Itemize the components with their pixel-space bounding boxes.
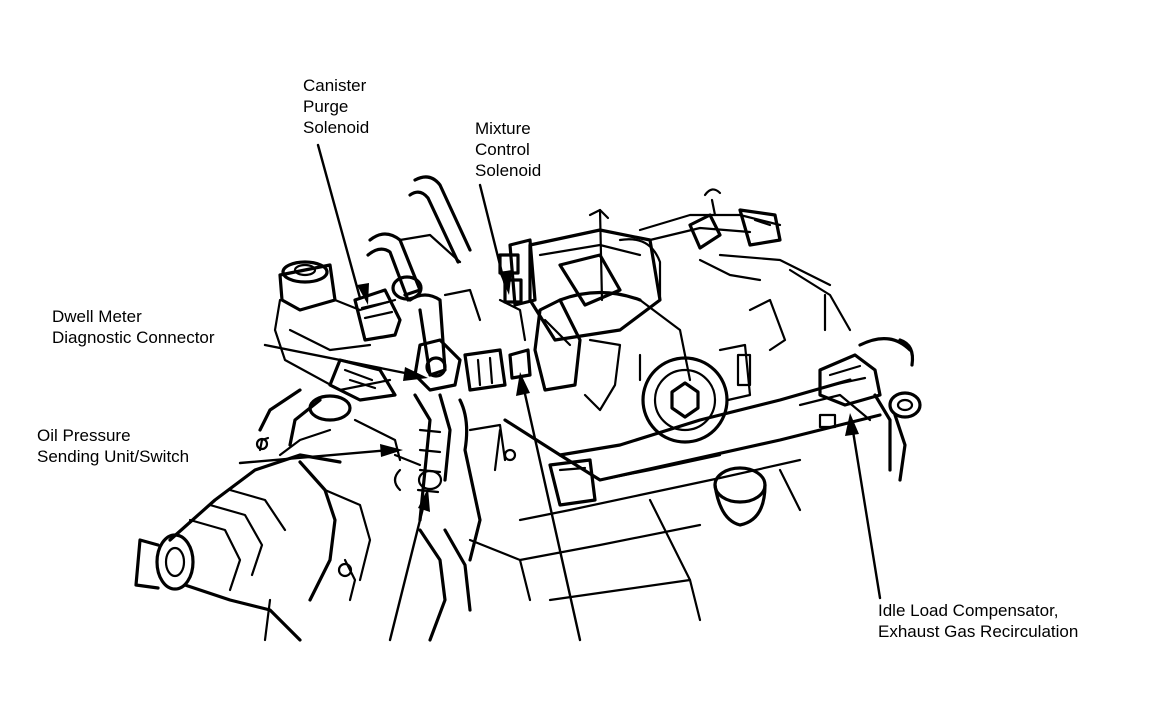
carburetor bbox=[498, 208, 692, 412]
leader-lines bbox=[238, 143, 882, 642]
mixture-control-line-3: Solenoid bbox=[475, 161, 542, 180]
canister-purge-solenoid bbox=[353, 175, 472, 342]
wiring-harness bbox=[393, 288, 532, 642]
mixture-control-label: Mixture Control Solenoid bbox=[475, 118, 541, 181]
idle-load-compensator bbox=[788, 268, 922, 482]
canister-purge-line-1: Canister bbox=[303, 76, 367, 95]
engine-drawing bbox=[134, 143, 922, 642]
canister-purge-label: Canister Purge Solenoid bbox=[303, 75, 369, 138]
oil-pressure-label: Oil Pressure Sending Unit/Switch bbox=[37, 425, 189, 467]
idle-load-label: Idle Load Compensator, Exhaust Gas Recir… bbox=[878, 600, 1078, 642]
dwell-meter-line-2: Diagnostic Connector bbox=[52, 328, 215, 347]
upper-harness bbox=[638, 188, 832, 287]
mixture-control-line-2: Control bbox=[475, 140, 530, 159]
oil-pressure-line-2: Sending Unit/Switch bbox=[37, 447, 190, 466]
transmission-housing bbox=[134, 428, 372, 642]
oil-pressure-line-1: Oil Pressure bbox=[37, 426, 131, 445]
mixture-control-line-1: Mixture bbox=[475, 119, 531, 138]
dwell-meter-line-1: Dwell Meter bbox=[52, 307, 142, 326]
pulley bbox=[638, 298, 787, 444]
idle-load-line-2: Exhaust Gas Recirculation bbox=[878, 622, 1079, 641]
canister-purge-line-2: Purge bbox=[303, 97, 349, 116]
intake-manifold bbox=[493, 378, 882, 622]
idle-load-line-1: Idle Load Compensator, bbox=[878, 601, 1059, 620]
dwell-meter-label: Dwell Meter Diagnostic Connector bbox=[52, 306, 215, 348]
canister-purge-line-3: Solenoid bbox=[303, 118, 370, 137]
